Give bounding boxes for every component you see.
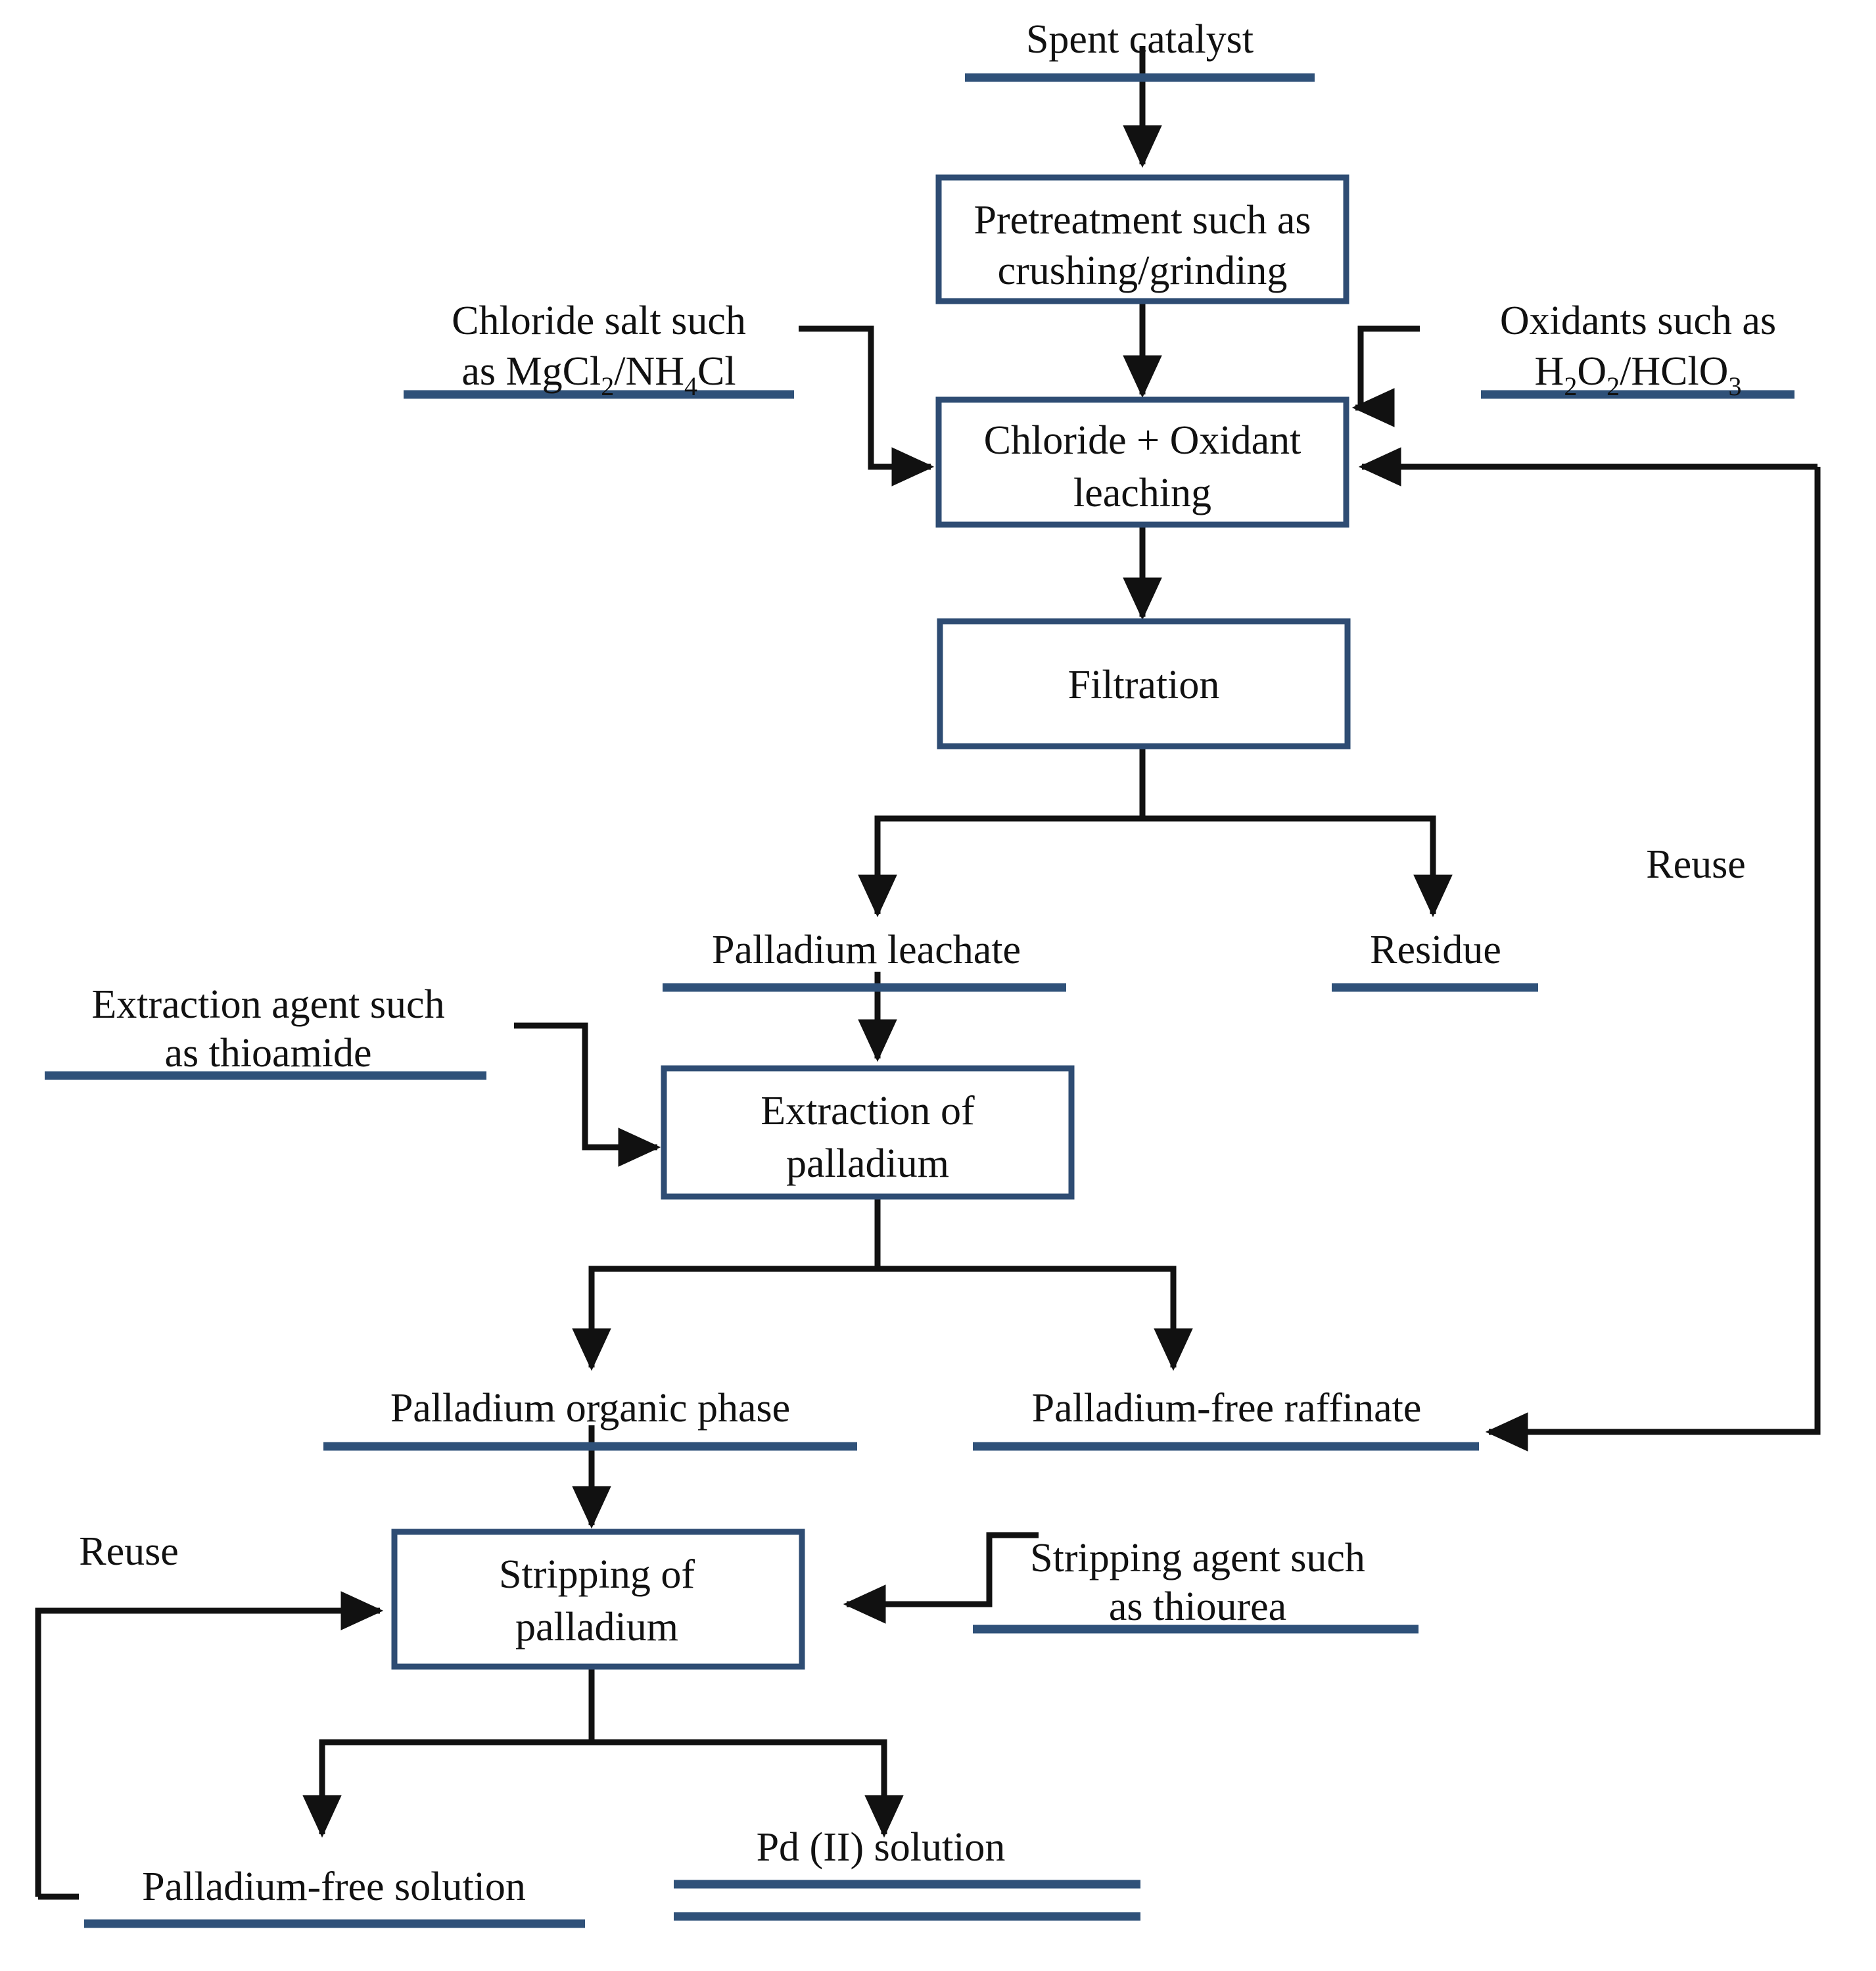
arrow-chloride-salt-to-leaching <box>799 325 935 487</box>
label-extraction-agent-line2: as thioamide <box>164 1031 371 1076</box>
label-leaching-line2: leaching <box>1073 471 1211 515</box>
label-residue: Residue <box>1370 928 1501 972</box>
process-box-group <box>391 174 1351 1670</box>
arrow-stripping-to-pd-ii-solution <box>592 1739 904 1838</box>
arrow-extraction-to-raffinate <box>878 1266 1193 1371</box>
box-filtration <box>937 618 1351 749</box>
arrow-extraction-agent-to-extraction <box>514 1022 661 1167</box>
label-reuse-left: Reuse <box>79 1529 179 1574</box>
sub-nh4: 4 <box>684 371 697 401</box>
label-palladium-organic-phase: Palladium organic phase <box>390 1386 790 1431</box>
box-extraction <box>661 1065 1075 1200</box>
arrow-pd-free-solution-reuse-to-stripping <box>35 1591 384 1897</box>
stripping-agent-elbow <box>979 1532 1039 1607</box>
box-leaching <box>935 396 1349 528</box>
label-palladium-leachate: Palladium leachate <box>712 928 1021 972</box>
arrow-raffinate-reuse-to-leaching <box>1485 467 1821 1452</box>
label-pretreatment-line1: Pretreatment such as <box>973 198 1311 243</box>
sub-h2: 2 <box>1564 371 1577 401</box>
label-stripping-line2: palladium <box>515 1605 678 1650</box>
label-stripping-agent-line2: as thiourea <box>1109 1584 1286 1629</box>
label-reuse-right: Reuse <box>1646 842 1746 887</box>
label-pd-ii-solution: Pd (II) solution <box>757 1825 1006 1870</box>
box-stripping <box>391 1529 805 1670</box>
label-stripping-agent-line1: Stripping agent such <box>1030 1536 1365 1580</box>
sub-mgcl2: 2 <box>601 371 614 401</box>
arrow-stripping-to-pd-free-solution <box>302 1667 595 1838</box>
label-oxidants-line1: Oxidants such as <box>1500 298 1776 343</box>
label-spent-catalyst: Spent catalyst <box>1026 17 1254 62</box>
label-pretreatment-line2: crushing/grinding <box>998 249 1288 293</box>
label-extraction-line1: Extraction of <box>761 1089 975 1133</box>
box-pretreatment <box>935 174 1349 304</box>
underline-group <box>45 73 1794 1928</box>
label-extraction-line2: palladium <box>786 1141 949 1186</box>
arrow-filtration-to-residue <box>1142 815 1453 918</box>
sub-o2: 2 <box>1606 371 1620 401</box>
label-leaching-line1: Chloride + Oxidant <box>984 418 1301 463</box>
arrow-filtration-to-leachate <box>858 746 1146 918</box>
label-palladium-free-raffinate: Palladium-free raffinate <box>1032 1386 1422 1431</box>
label-chloride-salt-line2: as MgCl2/NH4Cl <box>461 349 736 401</box>
label-filtration: Filtration <box>1068 663 1220 707</box>
arrow-extraction-to-organic-phase <box>572 1197 881 1371</box>
label-oxidants-line2: H2O2/HClO3 <box>1535 349 1742 401</box>
label-stripping-line1: Stripping of <box>499 1552 695 1597</box>
sub-hclo3: 3 <box>1728 371 1741 401</box>
label-extraction-agent-line1: Extraction agent such <box>91 982 444 1027</box>
arrow-oxidants-to-leaching <box>1351 325 1420 427</box>
label-palladium-free-solution: Palladium-free solution <box>142 1864 526 1909</box>
label-chloride-salt-line1: Chloride salt such <box>452 298 746 343</box>
label-group: Spent catalyst Pretreatment such as crus… <box>79 17 1776 1909</box>
